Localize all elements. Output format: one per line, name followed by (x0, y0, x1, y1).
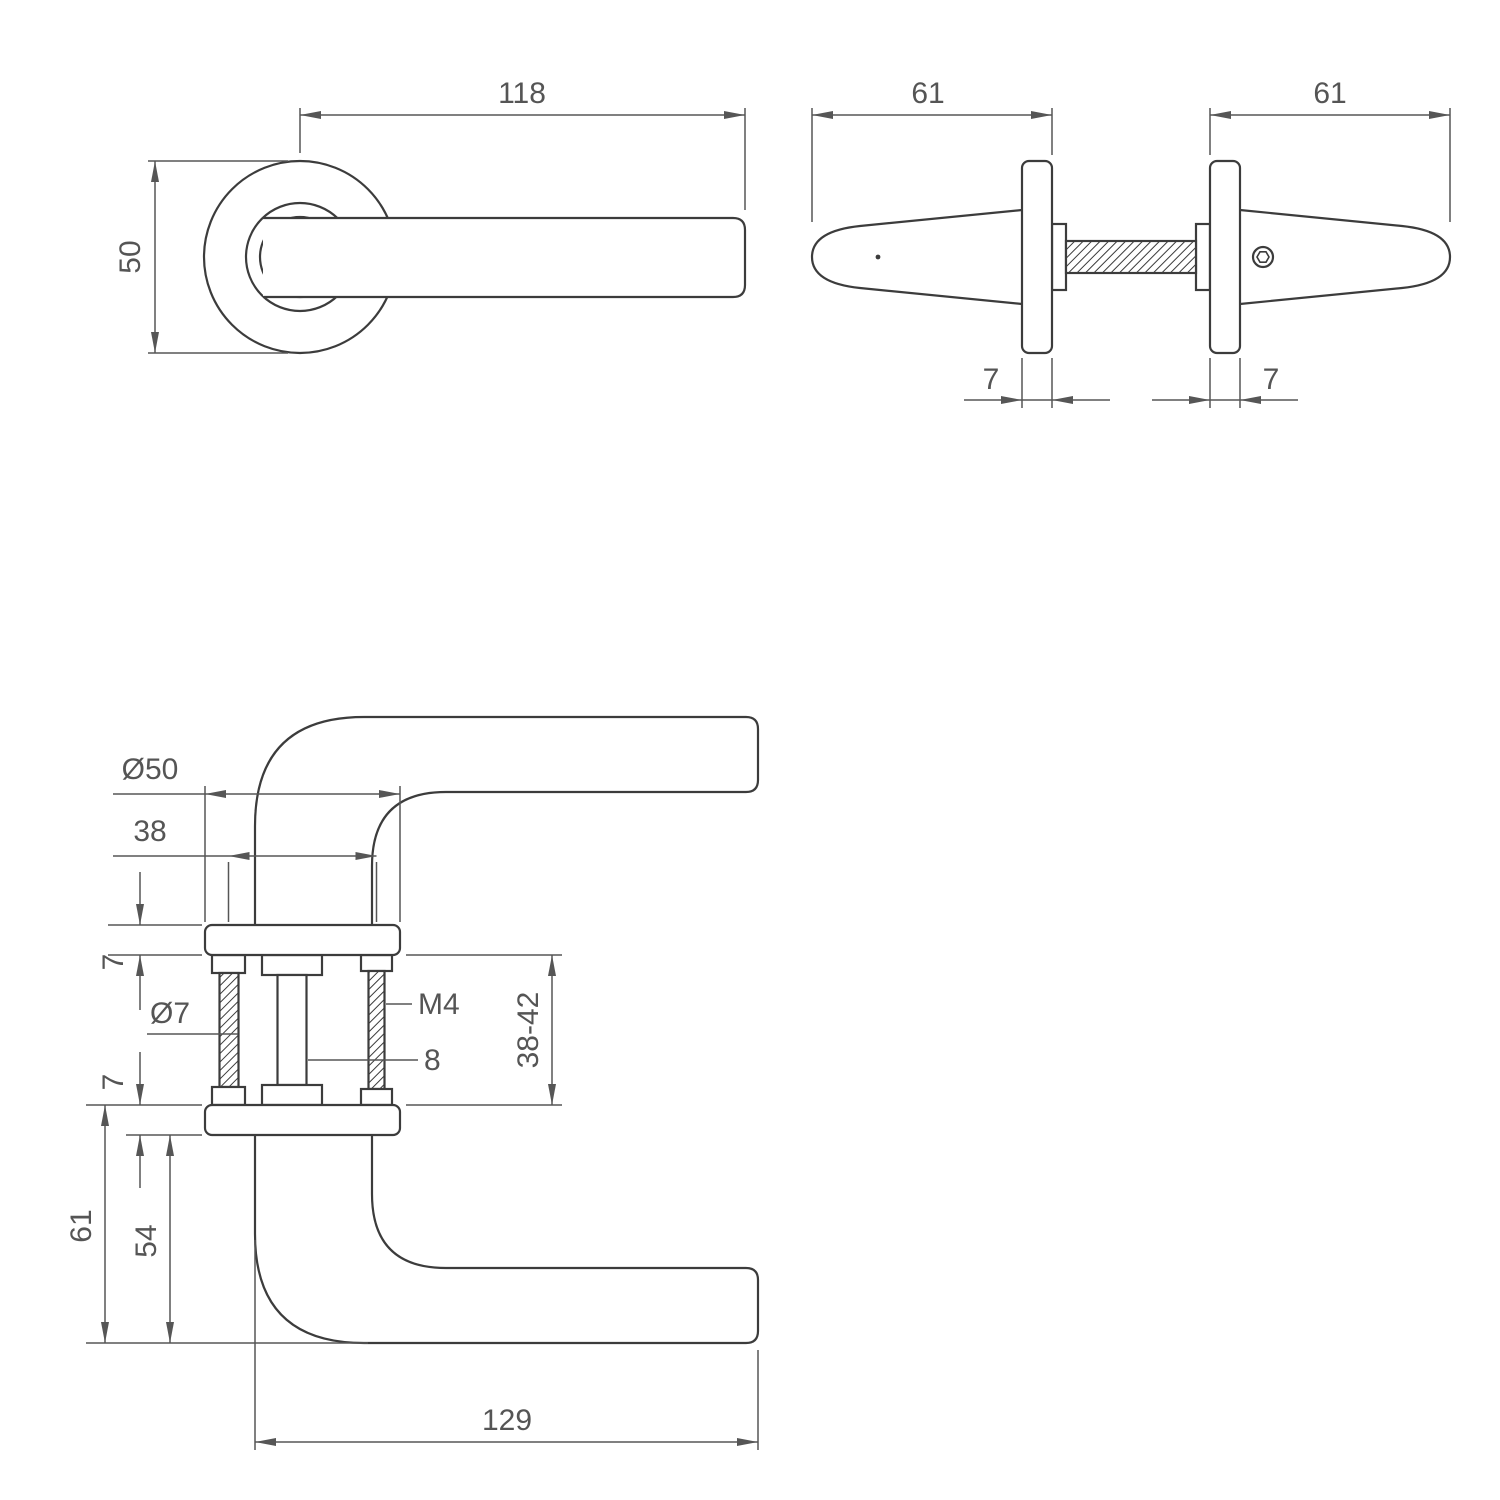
dimensions: 118 50 61 61 7 7 Ø50 (65, 77, 1451, 1450)
upper-rose-section (203, 923, 402, 957)
spindle-bottom-flange (260, 1083, 324, 1107)
front-view (202, 159, 747, 355)
dim-38-42-label: 38-42 (512, 992, 545, 1069)
left-bolt-bottom-sleeve (210, 1085, 247, 1107)
left-rose-side (1020, 159, 1054, 355)
left-bolt-shaft (218, 971, 240, 1089)
lower-lever-fill (255, 1135, 758, 1343)
lever-outline (263, 216, 747, 299)
dim-7-top-label: 7 (97, 954, 130, 971)
dim-7-right-label: 7 (1263, 363, 1280, 396)
left-lever-center-mark (875, 254, 881, 260)
right-neck-stub (1194, 222, 1212, 292)
dim-61-label: 61 (65, 1209, 98, 1242)
left-lever-outline (810, 208, 1023, 306)
right-screw-shaft (367, 969, 386, 1091)
side-view (810, 159, 1452, 355)
dim-7-left-label: 7 (983, 363, 1000, 396)
section-view (203, 715, 760, 1345)
right-rose-side (1208, 159, 1242, 355)
dim-8-label: 8 (424, 1044, 441, 1077)
dim-38-label: 38 (133, 815, 166, 848)
spindle-top-flange (260, 953, 324, 977)
dim-61-left-label: 61 (911, 77, 944, 110)
lower-lever-outline (253, 1135, 760, 1345)
upper-lever-fill (255, 717, 758, 925)
hex-socket-icon (1256, 251, 1270, 264)
dim-129-label: 129 (482, 1404, 532, 1437)
left-bolt-top-sleeve (210, 953, 247, 975)
dim-54-label: 54 (130, 1224, 163, 1257)
left-neck-stub (1050, 222, 1068, 292)
lower-rose-section (203, 1103, 402, 1137)
threaded-spindle (1064, 239, 1198, 275)
set-screw-hole (1251, 245, 1275, 269)
dim-61-right-label: 61 (1313, 77, 1346, 110)
lever-fill (263, 218, 745, 297)
dim-d7-label: Ø7 (150, 997, 190, 1030)
dim-50-label: 50 (114, 240, 147, 273)
right-screw-bottom-nut (359, 1087, 394, 1107)
dim-m4-label: M4 (418, 988, 460, 1021)
dim-118-label: 118 (498, 77, 546, 110)
left-lever-fill (812, 210, 1022, 304)
right-lever-fill (1240, 210, 1450, 304)
dim-d50-label: Ø50 (122, 753, 179, 786)
right-lever-outline (1239, 208, 1452, 306)
right-screw-top-nut (359, 953, 394, 973)
spindle-rod (276, 973, 308, 1087)
dim-7-bottom-label: 7 (97, 1074, 130, 1091)
